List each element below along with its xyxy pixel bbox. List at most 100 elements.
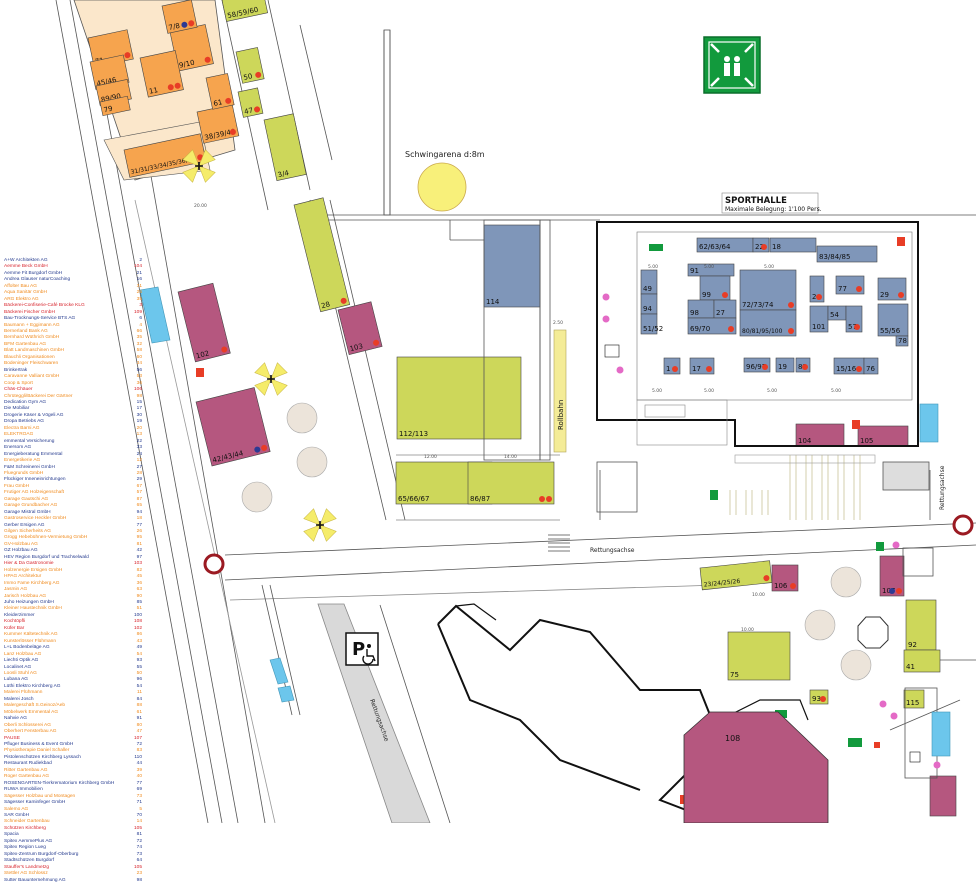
- legend-item-number: 42: [136, 548, 142, 554]
- stand-94: 94: [640, 293, 658, 315]
- stand-103: 103: [337, 301, 383, 355]
- legend-item-name: Malerei Flühmann: [4, 690, 43, 696]
- stand-101: 101: [809, 305, 829, 333]
- stand-22: 22: [752, 237, 770, 253]
- stand-9/10: 9/10: [169, 24, 214, 72]
- assembly-point-icon: [703, 36, 761, 94]
- legend-item-number: 108: [133, 619, 142, 625]
- svg-text:5.00: 5.00: [652, 388, 662, 394]
- legend-item-number: 28: [136, 470, 142, 476]
- legend-item-name: Chrüteggli/Bäckerei Der Gärtner: [4, 393, 73, 399]
- stand-58/59/60: 58/59/60: [221, 0, 269, 22]
- legend-item-number: 69: [136, 787, 142, 793]
- legend-item: Sutter Bauunternehmung AG 98: [4, 878, 142, 884]
- legend-item-number: 13: [136, 432, 142, 438]
- legend-item-name: Sägesser Kaminfeger GmbH: [4, 800, 66, 806]
- legend-item-number: 21: [136, 270, 142, 276]
- legend-item-number: 19: [136, 419, 142, 425]
- red-marker-icon: [788, 302, 794, 308]
- legend-item-number: 39: [136, 767, 142, 773]
- stand-115: 115: [903, 689, 925, 709]
- stand-label: 41: [906, 663, 915, 671]
- stand-label: 23/24/25/26: [703, 578, 740, 589]
- stand-23/24/25/26: 23/24/25/26: [699, 560, 773, 591]
- legend-item-name: Die Mobiliar: [4, 406, 30, 412]
- legend-item-number: 12: [136, 458, 142, 464]
- legend-item-number: 98: [136, 877, 142, 883]
- legend-item-name: RUWA Immobilien: [4, 787, 43, 793]
- legend-item-name: BFM Gartenbau AG: [4, 341, 47, 347]
- legend-item-name: Malerei Josch: [4, 696, 34, 702]
- legend-item-name: Bäckerei-Confiserie-Café Brocke KLG: [4, 303, 85, 309]
- stand-82: 82: [795, 357, 811, 373]
- legend-item-number: 55: [136, 664, 142, 670]
- stand-61: 61: [205, 73, 235, 110]
- legend-item-name: Sutter Bauunternehmung AG: [4, 877, 66, 883]
- stand-label: 76: [866, 365, 875, 373]
- stand-label: 15/16: [836, 365, 857, 373]
- stand-19: 19: [775, 357, 795, 373]
- legend-item-name: Gilgen Sicherheits AG: [4, 529, 51, 535]
- stand-label: 79: [103, 105, 113, 115]
- legend-item-name: Oberli Schlosserei AG: [4, 722, 51, 728]
- legend-item-name: Garage Mistral GmbH: [4, 509, 51, 515]
- legend-item-name: Pfluger Business & Event GmbH: [4, 741, 74, 747]
- legend-item: ROSENGARTEN-Tierkrematorium Kirchberg Gm…: [4, 781, 142, 787]
- legend-item-name: Roger Gartenbau AG: [4, 774, 50, 780]
- legend-item-number: 22: [136, 438, 142, 444]
- stand-label: 106: [774, 582, 788, 590]
- legend-item-name: Schneider Gartenbau: [4, 819, 50, 825]
- legend-item-number: 70: [136, 812, 142, 818]
- legend-item-number: 110: [134, 754, 142, 760]
- legend-item-number: 71: [136, 800, 142, 806]
- stand-label: 98: [690, 309, 699, 317]
- legend-item-name: Aemme Fit Burgdorf GmbH: [4, 270, 63, 276]
- legend-item-number: 15: [136, 399, 142, 405]
- red-marker-icon: [896, 588, 902, 594]
- stand-label: 2: [812, 293, 816, 301]
- legend-item-number: 94: [136, 509, 142, 515]
- legend-item-number: 83: [136, 748, 142, 754]
- stand-27: 27: [713, 299, 737, 319]
- legend-item-number: 104: [133, 264, 142, 270]
- legend-item-name: Caravanne Valliant GmbH: [4, 374, 60, 380]
- stand-label: 62/63/64: [699, 243, 731, 251]
- legend-item-name: Frutiger AG Holzeigenschaft: [4, 490, 64, 496]
- round-tables: [241, 402, 872, 681]
- legend-item-number: 47: [136, 729, 142, 735]
- red-marker-icon: [225, 97, 232, 104]
- red-marker-icon: [856, 366, 862, 372]
- red-marker-icon: [706, 366, 712, 372]
- blue-marker-icon: [181, 21, 188, 28]
- svg-text:Rettungsachse: Rettungsachse: [939, 465, 946, 510]
- red-marker-icon: [820, 696, 826, 702]
- legend-item-number: 91: [136, 716, 142, 722]
- stand-label: 83/84/85: [819, 253, 850, 261]
- red-marker-icon: [204, 56, 211, 63]
- stand-label: 80/81/95/100: [742, 328, 783, 335]
- legend-item-number: 61: [136, 709, 142, 715]
